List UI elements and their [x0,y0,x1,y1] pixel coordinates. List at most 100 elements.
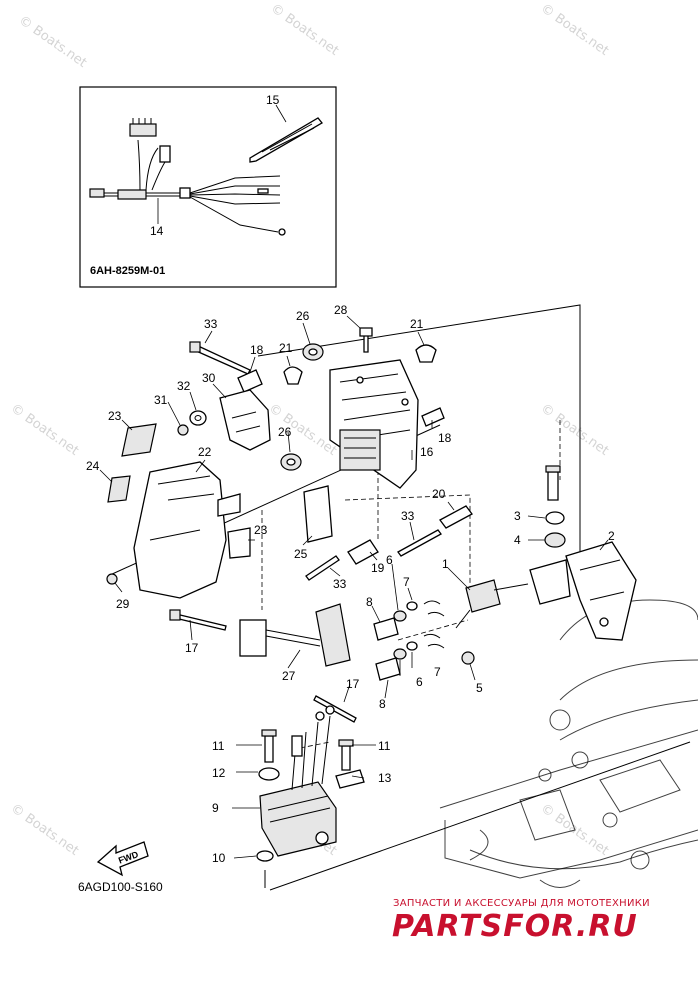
watermark: © Boats.net [266,401,340,459]
cable-tie-head [169,609,181,621]
bracket-block-lines [344,437,376,459]
bolt [547,471,559,501]
bracket-ribs [339,373,411,441]
lead-terminal [257,188,269,194]
bolt [341,745,351,771]
cable-tie-head [189,341,201,353]
callout-25: 25 [294,547,308,561]
rubber-sleeve [439,505,473,529]
fwd-arrow: FWD [96,841,149,877]
callout-11: 11 [212,739,225,753]
terminal-cap [375,657,401,681]
cable-tie [313,695,357,723]
engine-outline [439,599,698,888]
callout-21: 21 [410,317,424,331]
wire-holder [219,389,271,451]
diagram-code: 6AGD100-S160 [78,880,163,894]
rectifier-fins [267,795,331,823]
cable-tie [193,344,251,375]
callout-11: 11 [378,739,391,753]
callout-29: 29 [116,597,130,611]
washer [406,601,418,611]
callout-33: 33 [333,577,347,591]
callout-23: 23 [108,409,122,423]
bolt-head [261,729,277,737]
wire-sleeve [239,619,267,657]
callout-17: 17 [185,641,199,655]
wire-clamp [283,366,303,385]
callout-7: 7 [434,665,441,679]
watermark: © Boats.net [538,1,612,59]
callout-30: 30 [202,371,216,385]
callout-15: 15 [266,93,280,107]
watermark: © Boats.net [538,401,612,459]
callout-17: 17 [346,677,360,691]
ring-terminal [278,228,286,236]
rectifier-mount-hole [315,831,329,845]
terminal-leads [423,600,445,649]
washer-hole [194,415,202,421]
rubber-sleeve [237,369,263,393]
rubber-sleeve [347,539,379,565]
foam-pad [121,423,157,457]
bracket-block [339,429,381,471]
callout-9: 9 [212,801,219,815]
cable-tie [397,529,442,557]
callout-10: 10 [212,851,226,865]
harness-leads [189,175,281,233]
assembly-line [344,494,471,590]
harness-branches [137,139,166,191]
callout-19: 19 [371,561,385,575]
callout-24: 24 [86,459,100,473]
callout-20: 20 [432,487,446,501]
mounting-bracket [565,541,637,641]
inset-part-code: 6AH-8259M-01 [90,265,165,277]
bolt-head [338,739,354,747]
cover-ribs [149,475,215,541]
foam-pad [227,527,251,559]
electrical-cover [133,461,227,599]
callout-26: 26 [296,309,310,323]
callout-1: 1 [442,557,449,571]
grommet-hole [308,348,318,356]
screw-head [106,573,118,585]
grommet [544,532,566,548]
assembly-line [299,741,331,749]
ground-plate [335,769,365,789]
callout-32: 32 [177,379,191,393]
callout-6: 6 [386,553,393,567]
harness-sleeve [117,189,147,200]
callout-28: 28 [334,303,348,317]
ring-terminal [325,705,335,715]
rubber-block [303,485,333,543]
terminal-cap [373,617,399,641]
electrical-bracket [329,359,419,489]
leader-lines [99,315,609,859]
shop-tagline: ЗАПЧАСТИ И АКСЕССУАРЫ ДЛЯ МОТОТЕХНИКИ [393,898,650,909]
callout-labels: 33 18 26 28 21 21 30 32 31 23 26 18 16 2… [86,303,615,865]
fwd-arrow-icon [96,841,149,877]
callout-26: 26 [278,425,292,439]
mount-clip [529,559,571,605]
callout-4: 4 [514,533,521,547]
bracket-hole [599,617,609,627]
cable-tie [305,555,340,581]
leader-line [275,104,287,123]
harness-connector [129,123,157,137]
callout-3: 3 [514,509,521,523]
nut [393,610,407,622]
shop-brand-logo: PARTSFOR.RU [392,909,638,944]
callout-23: 23 [254,523,268,537]
callout-31: 31 [154,393,168,407]
bracket-hole [401,398,409,406]
grommet-hole [286,458,296,466]
harness-plug [89,188,105,198]
callout-12: 12 [212,766,226,780]
callout-6: 6 [416,675,423,689]
callout-21: 21 [279,341,293,355]
ring-terminal [315,711,325,721]
wire-holder-lines [231,411,261,433]
callout-8: 8 [379,697,386,711]
watermark: © Boats.net [8,801,82,859]
